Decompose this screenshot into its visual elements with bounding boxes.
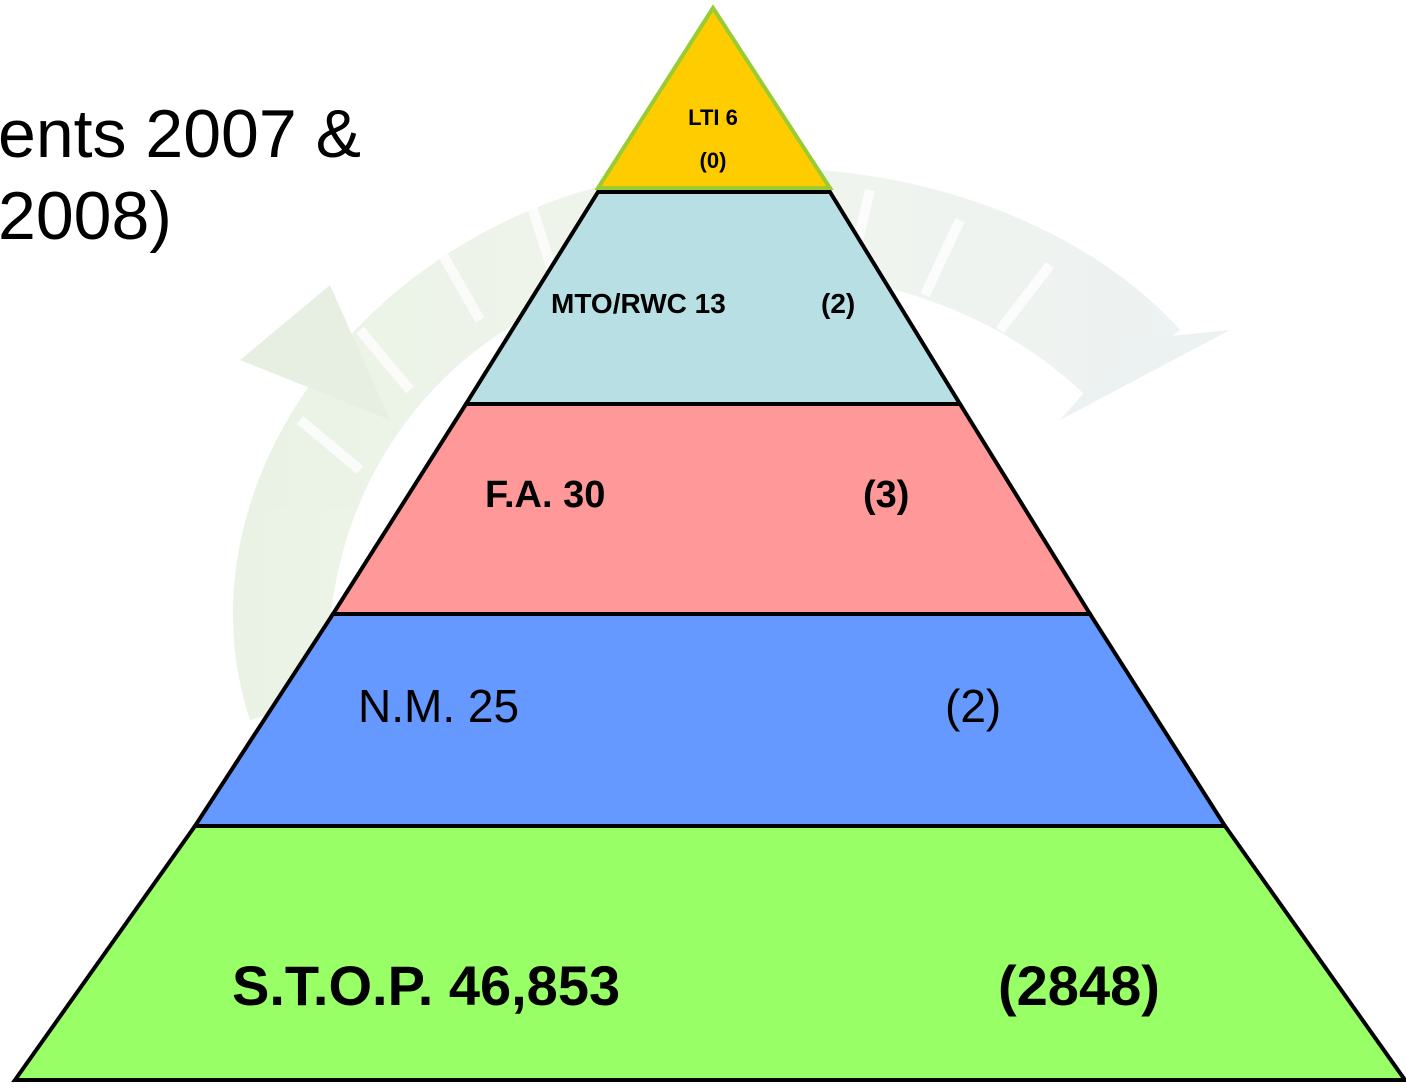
stop-count: (2848) bbox=[998, 954, 1160, 1017]
pyramid-tier-first-aid bbox=[329, 402, 1094, 616]
mto-rwc-label: MTO/RWC 13 bbox=[551, 288, 726, 319]
near-miss-count: (2) bbox=[945, 680, 1001, 732]
pyramid-tier-stop bbox=[11, 824, 1406, 1082]
pyramid-tier-near-miss bbox=[191, 612, 1229, 828]
pyramid-tier-lti bbox=[594, 4, 834, 190]
lti-count: (0) bbox=[700, 148, 727, 173]
first-aid-label: F.A. 30 bbox=[485, 474, 605, 516]
lti-label: LTI 6 bbox=[688, 105, 738, 130]
mto-rwc-count: (2) bbox=[821, 288, 855, 319]
slide-title-line-2: 2008) bbox=[0, 178, 172, 254]
stop-label: S.T.O.P. 46,853 bbox=[232, 954, 620, 1017]
first-aid-count: (3) bbox=[863, 474, 909, 516]
near-miss-label: N.M. 25 bbox=[358, 680, 519, 732]
slide-title-line-1: ents 2007 & bbox=[0, 96, 361, 172]
